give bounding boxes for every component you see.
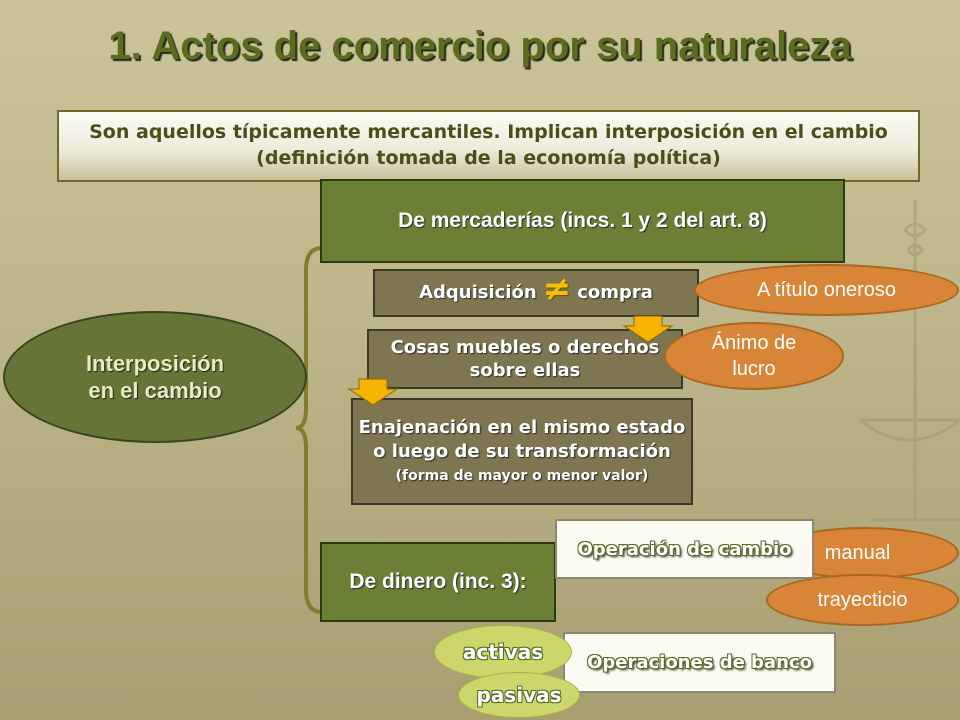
definition-text: Son aquellos típicamente mercantiles. Im… bbox=[89, 121, 888, 169]
slide-title: 1. Actos de comercio por su naturaleza bbox=[108, 24, 852, 68]
adquisicion-box: Adquisición ≠ compra bbox=[373, 269, 699, 317]
compra-label: compra bbox=[577, 282, 653, 304]
down-arrow-icon bbox=[622, 315, 674, 343]
dinero-header: De dinero (inc. 3): bbox=[320, 542, 556, 622]
adquisicion-label: Adquisición bbox=[419, 282, 537, 304]
tag-pasivas: pasivas bbox=[458, 672, 580, 718]
cosas-muebles-box: Cosas muebles o derechos sobre ellas bbox=[367, 329, 683, 389]
tag-activas: activas bbox=[434, 625, 572, 679]
enajenacion-box: Enajenación en el mismo estado o luego d… bbox=[351, 398, 693, 505]
definition-box: Son aquellos típicamente mercantiles. Im… bbox=[57, 110, 920, 182]
mercaderias-header: De mercaderías (incs. 1 y 2 del art. 8) bbox=[320, 179, 845, 263]
down-arrow-icon bbox=[347, 378, 399, 406]
tag-trayecticio: trayecticio bbox=[766, 574, 959, 626]
operaciones-banco-box: Operaciones de banco bbox=[563, 632, 836, 693]
curly-bracket bbox=[295, 246, 323, 614]
enajenacion-text: Enajenación en el mismo estado o luego d… bbox=[358, 417, 686, 485]
enajenacion-note: (forma de mayor o menor valor) bbox=[395, 468, 649, 485]
operacion-cambio-box: Operación de cambio bbox=[555, 519, 814, 579]
interposicion-node: Interposición en el cambio bbox=[3, 311, 307, 443]
tag-animo-lucro: Ánimo de lucro bbox=[664, 322, 844, 390]
tag-titulo-oneroso: A título oneroso bbox=[694, 264, 959, 316]
